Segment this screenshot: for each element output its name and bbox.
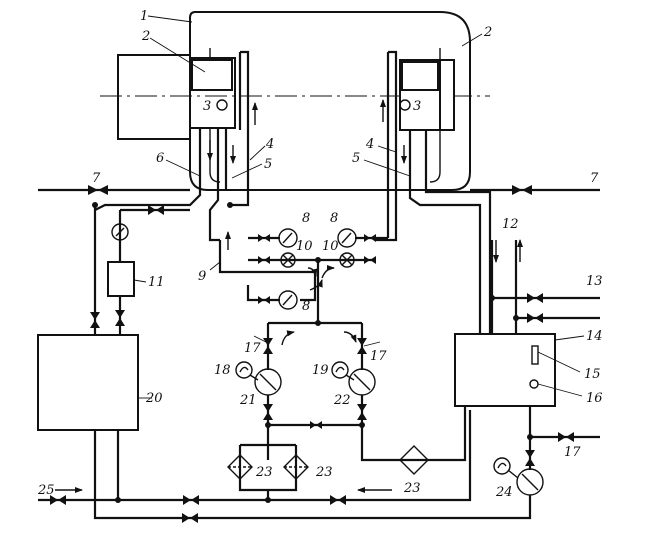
pipe-5-left xyxy=(208,128,220,242)
label-9: 9 xyxy=(198,269,206,284)
label-10-right: 10 xyxy=(322,239,339,254)
label-4-left: 4 xyxy=(265,137,274,152)
motor-18 xyxy=(235,361,253,379)
label-11: 11 xyxy=(148,275,165,290)
label-5-right: 5 xyxy=(352,151,360,166)
gauge-8-left xyxy=(278,228,298,248)
callout-labels: 1 2 2 3 3 4 4 5 5 6 7 7 8 8 8 9 10 10 11… xyxy=(37,9,603,500)
pressure-gauge-top-left xyxy=(111,223,129,241)
label-3-left: 3 xyxy=(203,99,211,114)
label-15: 15 xyxy=(584,367,601,382)
valve-10-right xyxy=(339,252,355,268)
left-bearing-3 xyxy=(216,99,228,111)
label-6: 6 xyxy=(156,151,164,166)
pipe-4-right xyxy=(375,50,398,242)
label-14: 14 xyxy=(586,329,603,344)
gauge-8-right xyxy=(337,228,357,248)
gauge-8-bottom xyxy=(278,290,298,310)
pipe-6 xyxy=(94,128,202,211)
right-bearing-3 xyxy=(399,99,411,111)
label-7-left: 7 xyxy=(92,171,101,186)
motor-19 xyxy=(331,361,349,379)
label-22: 22 xyxy=(333,393,351,408)
label-2-right: 2 xyxy=(483,25,492,40)
label-23-middle: 23 xyxy=(315,465,333,480)
level-indicator-15 xyxy=(531,345,539,365)
pipe-5-right xyxy=(408,130,482,334)
pump-24 xyxy=(516,468,544,496)
label-5-left: 5 xyxy=(264,157,272,172)
housing xyxy=(189,11,471,191)
label-13: 13 xyxy=(586,274,603,289)
pipe-9 xyxy=(218,240,315,274)
label-1: 1 xyxy=(140,9,148,24)
filter-23-right xyxy=(399,445,429,475)
label-23-right: 23 xyxy=(403,481,421,496)
label-8-bottom: 8 xyxy=(302,299,310,314)
label-18: 18 xyxy=(214,363,231,378)
motor-24 xyxy=(493,457,511,475)
label-25: 25 xyxy=(37,483,55,498)
filter-23-middle xyxy=(283,454,309,480)
label-12: 12 xyxy=(502,217,519,232)
label-4-right: 4 xyxy=(365,137,374,152)
label-17-left: 17 xyxy=(244,341,261,356)
tank-14 xyxy=(454,333,556,407)
label-3-right: 3 xyxy=(413,99,421,114)
label-16: 16 xyxy=(586,391,603,406)
filter-11 xyxy=(107,261,135,297)
label-8-right: 8 xyxy=(330,211,338,226)
label-17-right: 17 xyxy=(370,349,387,364)
label-10-left: 10 xyxy=(296,239,313,254)
filter-23-left xyxy=(227,454,253,480)
label-19: 19 xyxy=(312,363,329,378)
left-gearbox-block xyxy=(117,54,191,140)
tank-20 xyxy=(37,334,139,431)
label-7-right: 7 xyxy=(590,171,599,186)
label-2-left: 2 xyxy=(141,29,150,44)
label-23-left: 23 xyxy=(255,465,273,480)
label-8-left: 8 xyxy=(302,211,310,226)
valve-10-left xyxy=(280,252,296,268)
label-20: 20 xyxy=(145,391,163,406)
label-21: 21 xyxy=(239,393,257,408)
label-24: 24 xyxy=(495,485,513,500)
pipe-4-left xyxy=(230,50,250,207)
label-17-far-right: 17 xyxy=(564,445,581,460)
